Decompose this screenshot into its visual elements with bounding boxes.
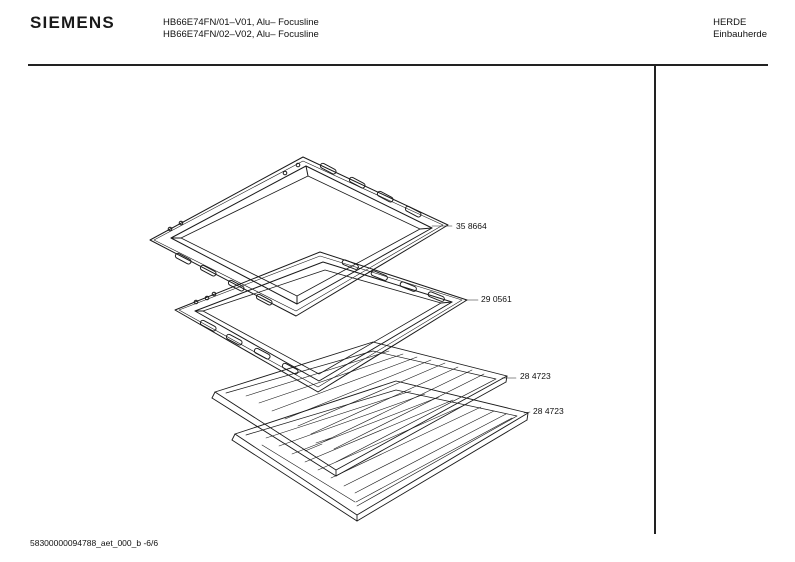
category-title: HERDE: [713, 17, 747, 28]
part-number-label: 29 0561: [481, 294, 512, 304]
category-block: HERDE Einbauherde: [713, 17, 767, 41]
model-line-2: HB66E74FN/02–V02, Alu– Focusline: [163, 29, 319, 40]
baking-tray-flat: [174, 251, 468, 393]
wire-rack-lower: [231, 380, 529, 522]
sidebar-divider: [654, 66, 656, 534]
model-line-1: HB66E74FN/01–V01, Alu– Focusline: [163, 17, 319, 28]
part-number-label: 35 8664: [456, 221, 487, 231]
part-number-label: 28 4723: [520, 371, 551, 381]
part-number-label: 28 4723: [533, 406, 564, 416]
header-divider: [28, 64, 768, 66]
category-subtitle: Einbauherde: [713, 29, 767, 40]
document-code: 58300000094788_aet_000_b -6/6: [30, 538, 159, 548]
brand-logo: SIEMENS: [30, 13, 115, 32]
model-list: HB66E74FN/01–V01, Alu– Focusline HB66E74…: [163, 17, 319, 41]
wire-rack-upper: [211, 341, 508, 477]
leader-lines: [431, 225, 531, 414]
